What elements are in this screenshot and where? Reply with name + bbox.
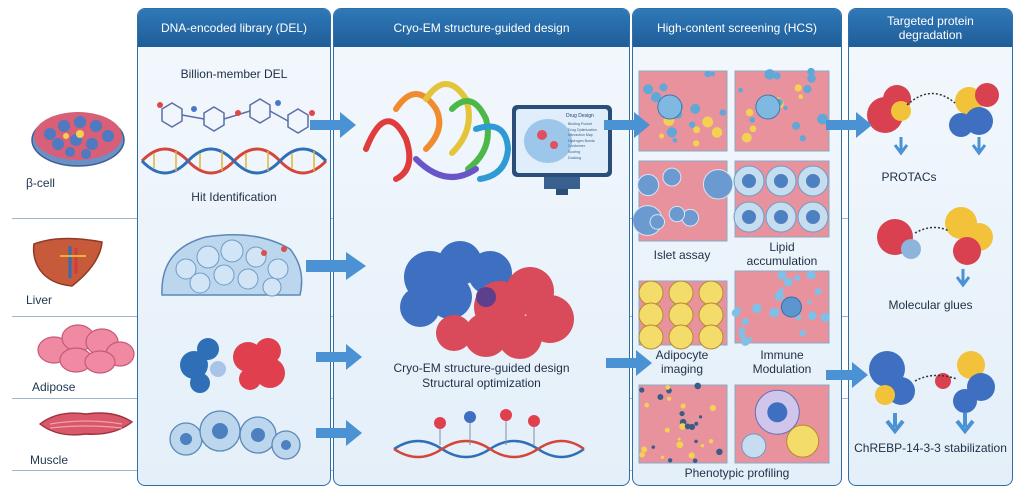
panel-hcs: High-content screening (HCS) Islet assay…	[632, 8, 842, 486]
hcs-tile-pheno	[638, 382, 728, 464]
arrow-hcs-to-tpd	[826, 112, 872, 138]
tissue-label-beta-cell: β-cell	[26, 176, 55, 190]
hcs-label-lipid: Lipid accumulation	[746, 240, 818, 268]
beta-cell-islet-icon	[31, 112, 125, 167]
panel-title-tpd: Targeted protein degradation	[849, 9, 1012, 47]
hcs-tile-big	[734, 384, 830, 464]
panel-title-hcs: High-content screening (HCS)	[633, 9, 841, 47]
tissue-label-muscle: Muscle	[30, 453, 69, 467]
arrow-cryo-to-hcs	[604, 112, 650, 138]
tpd-label-protacs: PROTACs	[881, 170, 937, 184]
adipose-icon	[37, 324, 135, 374]
molecular-glue-icon	[877, 207, 993, 288]
liver-icon	[32, 237, 103, 287]
dna-binding-icon	[393, 409, 585, 459]
cryo-label-design: Cryo-EM structure-guided design	[393, 361, 570, 375]
liver-cell-cluster-icon	[161, 233, 303, 297]
monitor-item: Hydrogen Bonds	[568, 138, 595, 143]
rainbow-protein-icon	[363, 81, 512, 182]
panel-tpd: Targeted protein degradation PROTACs Mol…	[848, 8, 1013, 486]
protein-complex-icon	[180, 338, 285, 393]
arrow-del-to-cryo	[310, 112, 356, 138]
dna-library-icon	[140, 98, 328, 175]
hcs-tile-cells	[733, 160, 830, 238]
monitor-item: Conformer	[568, 144, 585, 149]
panel-cryo: Cryo-EM structure-guided design Drug Des…	[333, 8, 630, 486]
cryo-label-optimization: Structural optimization	[422, 376, 541, 390]
protac-complex-icon	[867, 83, 999, 156]
tpd-label-chrebp: ChREBP-14-3-3 stabilization	[854, 441, 1007, 455]
tpd-label-glues: Molecular glues	[888, 298, 973, 312]
arrow-adipose-to-cryo	[316, 344, 362, 370]
panel-title-cryo: Cryo-EM structure-guided design	[334, 9, 629, 47]
drug-design-monitor-icon	[512, 105, 612, 195]
muscle-icon	[38, 412, 134, 436]
hcs-tile-islet	[638, 70, 728, 152]
monitor-item: Docking	[568, 155, 581, 160]
arrow-hcs-to-tpd-lower	[826, 362, 868, 388]
hcs-tile-immune	[731, 270, 830, 346]
monitor-item: Interaction Map	[568, 133, 593, 138]
panel-del: DNA-encoded library (DEL) Billion-member…	[137, 8, 331, 486]
panel-title-del: DNA-encoded library (DEL)	[138, 9, 330, 47]
hcs-label-adipocyte: Adipocyte imaging	[655, 348, 709, 376]
hcs-label-islet: Islet assay	[653, 248, 711, 262]
arrow-liver-to-cryo	[306, 252, 366, 280]
arrow-muscle-to-cryo	[316, 420, 362, 446]
tissue-label-adipose: Adipose	[32, 380, 76, 394]
arrow-cryo-to-hcs-lower	[606, 350, 652, 376]
hcs-tile-bubbles	[633, 160, 734, 242]
hcs-tile-fat	[638, 280, 728, 350]
monitor-item: Scoring	[568, 149, 581, 154]
monitor-item: Binding Pocket	[568, 122, 592, 126]
del-hit-label: Hit Identification	[191, 190, 277, 204]
hcs-tile-islet2	[734, 67, 830, 152]
chrebp-complex-icon	[869, 351, 995, 435]
monitor-item: Drug Optimization	[568, 127, 597, 132]
tissue-label-liver: Liver	[26, 293, 53, 307]
cryo-em-structure-icon	[400, 241, 574, 359]
hcs-label-phenotypic: Phenotypic profiling	[684, 466, 790, 480]
del-billion-label: Billion-member DEL	[180, 67, 288, 81]
monitor-title: Drug Design	[566, 113, 594, 119]
muscle-cells-icon	[169, 410, 301, 460]
hcs-label-immune: Immune Modulation	[752, 348, 812, 376]
